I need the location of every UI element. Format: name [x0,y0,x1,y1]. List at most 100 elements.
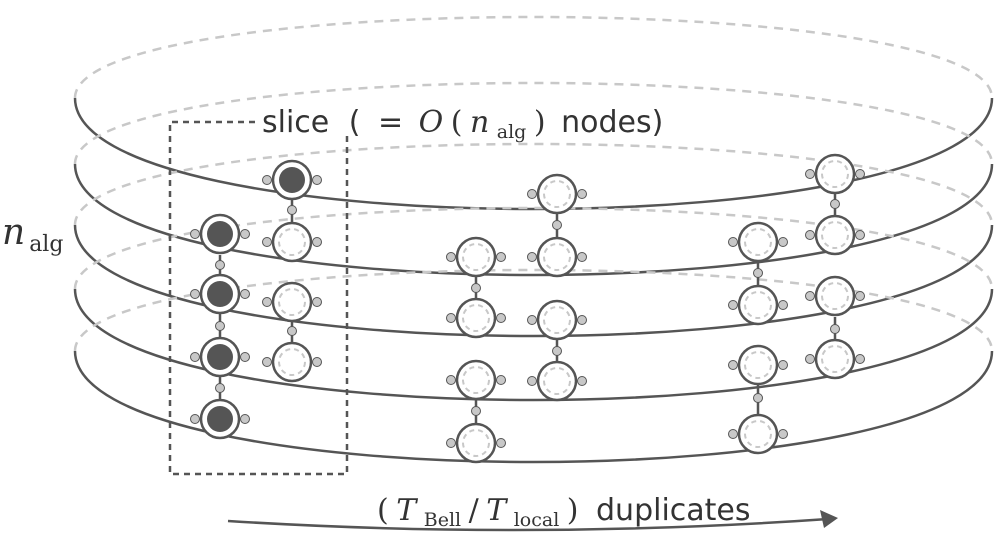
slice-box-outline [168,120,349,476]
dup-t-bell: T [396,493,418,528]
node-port [240,352,250,362]
duplicate-node-inner [821,345,849,373]
duplicate-node-inner [543,306,571,334]
node-port [312,175,322,185]
dup-t-local-subscript: local [514,509,560,531]
node-port [855,169,865,179]
node-port [778,237,788,247]
duplicate-node-inner [744,420,772,448]
ring-back-arc [73,81,994,165]
node-port [496,375,506,385]
duplicate-node-inner [462,366,490,394]
node-port [446,313,456,323]
n-alg-n: n [2,212,25,253]
node-port [496,252,506,262]
duplicate-node-inner [744,228,772,256]
node-port [577,252,587,262]
node-port [262,175,272,185]
dup-slash: / [469,493,480,528]
node-port [312,237,322,247]
arrow-curve [227,517,829,532]
duplicates-arrow [227,510,838,532]
node-port [728,300,738,310]
dup-word: duplicates [596,493,751,528]
node-port [240,289,250,299]
slice-open-paren: ( [349,105,361,140]
slice-inner-close: ) [534,105,546,140]
slice-node [207,344,233,370]
ring-back-arc [73,142,994,226]
duplicate-node-inner [821,221,849,249]
node-port [805,291,815,301]
duplicate-node-inner [821,282,849,310]
slice-node [207,281,233,307]
duplicate-node-inner [543,243,571,271]
duplicate-node-inner [462,304,490,332]
node-port [778,360,788,370]
duplicate-node-inner [462,243,490,271]
duplicate-node-inner [278,348,306,376]
node-port [446,252,456,262]
node-port [855,354,865,364]
duplicates-label: ( T Bell / T local ) duplicates [377,493,751,533]
slice-big-o: O [419,105,444,140]
slice-nodes-word: nodes) [561,105,663,140]
node-port [577,189,587,199]
node-port [728,429,738,439]
vertical-link-ports [215,199,840,416]
ring-layer-2 [73,81,994,277]
node-port [527,315,537,325]
node-port [778,429,788,439]
node-port [778,300,788,310]
arrow-head [820,510,838,528]
n-alg-subscript: alg [29,232,63,257]
node-group [190,153,865,464]
duplicate-node-inner [278,288,306,316]
ring-back-arc [73,268,994,352]
node-port [855,230,865,240]
ring-layer-1 [73,15,994,211]
node-port [527,252,537,262]
ring-layer-5 [73,268,994,464]
duplicate-node-inner [543,367,571,395]
slice-n: n [470,105,489,140]
node-port [805,230,815,240]
n-alg-label: n alg [2,212,63,257]
dup-t-bell-subscript: Bell [424,509,461,531]
duplicate-node-inner [821,160,849,188]
node-port [312,357,322,367]
node-port [190,289,200,299]
node-port [527,189,537,199]
dup-close-paren: ) [567,493,579,528]
node-port [805,354,815,364]
slice-word: slice [262,105,329,140]
node-port [577,315,587,325]
node-port [190,229,200,239]
node-port [446,375,456,385]
dup-t-local: T [486,493,508,528]
node-port [262,297,272,307]
node-port [805,169,815,179]
slice-node [279,167,305,193]
slice-box [168,120,349,476]
node-port [855,291,865,301]
duplicate-node-inner [278,228,306,256]
node-port [190,352,200,362]
duplicate-node-inner [543,180,571,208]
ring-layer-4 [73,206,994,402]
node-port [728,360,738,370]
node-port [446,438,456,448]
duplicate-node-inner [462,429,490,457]
node-port [728,237,738,247]
node-port [496,438,506,448]
ring-back-arc [73,15,994,99]
node-port [240,414,250,424]
slice-node [207,221,233,247]
node-port [262,357,272,367]
slice-n-subscript: alg [497,121,527,143]
ring-front-arc [73,97,994,211]
duplicate-node-inner [744,351,772,379]
node-port [527,376,537,386]
ring-layer-3 [73,142,994,338]
